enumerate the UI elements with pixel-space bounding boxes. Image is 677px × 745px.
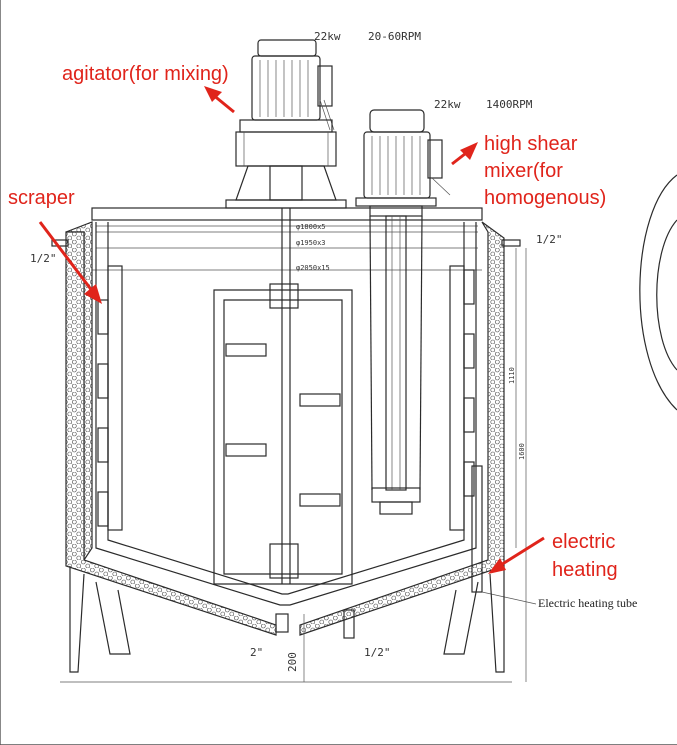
mixer-motor-cap xyxy=(369,109,425,133)
leg-height-label: 200 xyxy=(286,652,299,672)
mixer-terminal-box xyxy=(427,139,443,179)
agitator-motor-body xyxy=(251,55,321,121)
electric-label-1: electric xyxy=(552,531,615,553)
agitator-bracket xyxy=(235,165,337,201)
electric-arrowhead xyxy=(488,558,506,574)
mixer-power: 22kw xyxy=(434,98,461,111)
agitator-frame xyxy=(213,208,353,585)
right-insulation xyxy=(299,221,505,636)
dimension-d2: φ1950x3 xyxy=(296,239,326,247)
height-total-label: 1600 xyxy=(518,443,526,460)
agitator-power: 22kw xyxy=(314,30,341,43)
bottom-right-outlet xyxy=(343,609,355,639)
agitator-drive xyxy=(225,39,347,209)
dimension-d3: φ2050x15 xyxy=(296,264,330,272)
top-view-arc-outer xyxy=(639,174,677,411)
scraper-label: scraper xyxy=(8,187,75,209)
mixer-base-plate xyxy=(355,197,437,207)
paddle-2 xyxy=(299,393,341,407)
electric-label-2: heating xyxy=(552,559,618,581)
paddle-3 xyxy=(225,443,267,457)
agitator-gearbox xyxy=(235,131,337,167)
agitator-speed: 20-60RPM xyxy=(368,30,421,43)
right-scrapers xyxy=(449,265,475,531)
heating-tube-note: Electric heating tube xyxy=(538,596,637,610)
top-view-arc-inner xyxy=(656,219,677,371)
high-shear-label-2: mixer(for xyxy=(484,160,563,182)
high-shear-label-1: high shear xyxy=(484,133,578,155)
inner-vessel xyxy=(95,222,477,606)
port-bottom-label: 2" xyxy=(250,646,263,659)
scraper-arrowhead xyxy=(84,284,102,304)
high-shear-label-3: homogenous) xyxy=(484,187,606,209)
bottom-outlet xyxy=(275,613,289,633)
agitator-label: agitator(for mixing) xyxy=(62,63,229,85)
electric-heating-tube xyxy=(471,465,483,593)
agitator-arrowhead xyxy=(204,86,222,102)
agitator-terminal-box xyxy=(317,65,333,107)
support-legs xyxy=(69,566,505,673)
agitator-motor-cap xyxy=(257,39,317,57)
agitator-hub-top xyxy=(269,283,299,309)
tank-lid xyxy=(91,207,483,221)
agitator-base-plate xyxy=(225,199,347,209)
paddle-1 xyxy=(225,343,267,357)
high-shear-shaft xyxy=(369,205,423,515)
right-port xyxy=(501,239,521,247)
port-left-label: 1/2" xyxy=(30,252,57,265)
agitator-flange xyxy=(239,119,333,133)
electric-arrow xyxy=(495,536,545,570)
high-shear-arrowhead xyxy=(460,142,478,160)
paddle-4 xyxy=(299,493,341,507)
port-right-label: 1/2" xyxy=(536,233,563,246)
left-scrapers xyxy=(97,265,123,531)
mixer-speed: 1400RPM xyxy=(486,98,533,111)
agitator-hub-bottom xyxy=(269,543,299,579)
scraper-arrow xyxy=(38,221,98,297)
port-bottom-right-label: 1/2" xyxy=(364,646,391,659)
high-shear-drive xyxy=(355,109,451,207)
dimension-d1: φ1800x5 xyxy=(296,223,326,231)
height-inner-label: 1110 xyxy=(508,367,516,384)
